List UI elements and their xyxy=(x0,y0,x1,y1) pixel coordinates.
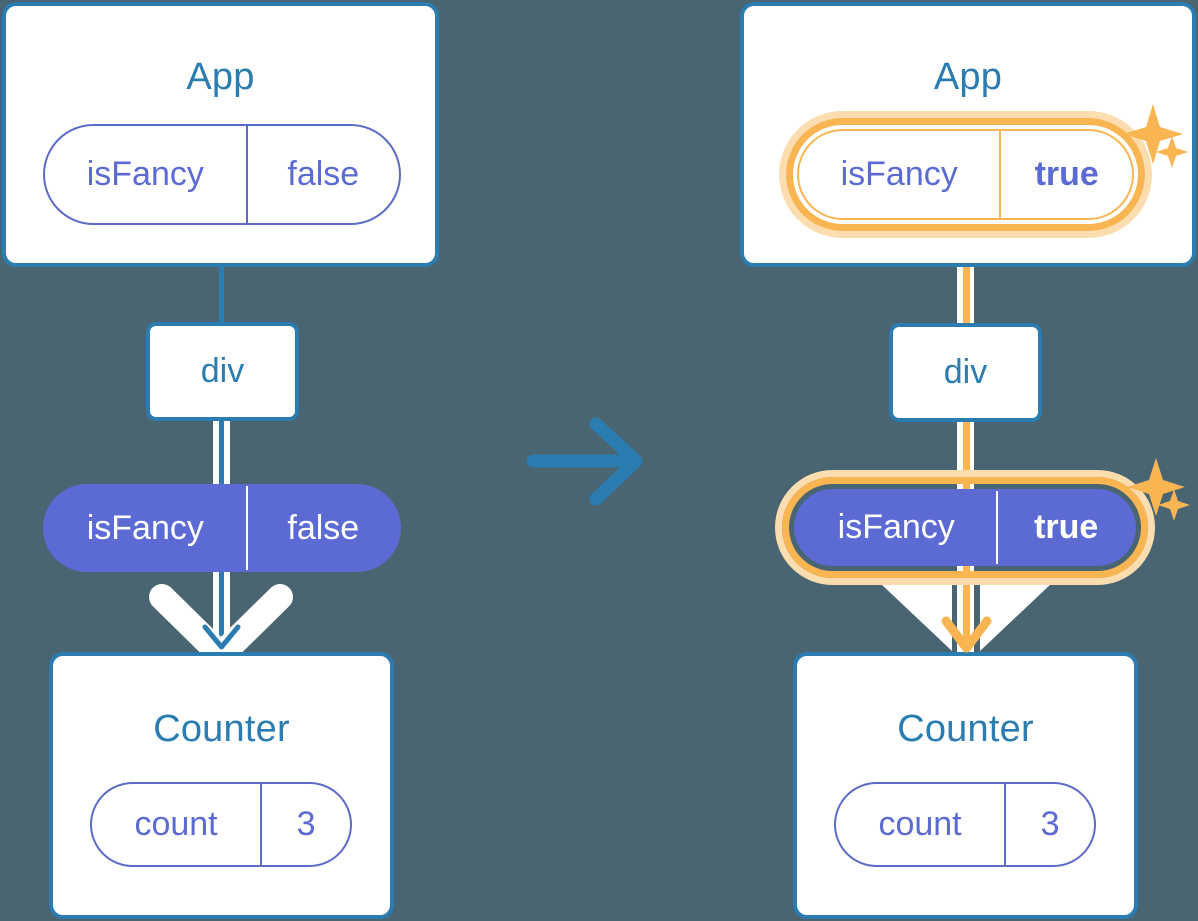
prop-state-pill-after[interactable]: isFancy true xyxy=(794,489,1136,566)
prop-state-key: isFancy xyxy=(86,508,204,547)
div-node-label: div xyxy=(200,352,245,390)
connector-div-to-pill-before xyxy=(219,418,224,490)
app-state-key: isFancy xyxy=(840,155,958,193)
prop-state-pill-before[interactable]: isFancy false xyxy=(43,484,401,572)
app-state-value: false xyxy=(245,126,399,223)
counter-state-value: 3 xyxy=(1004,784,1094,865)
app-state-pill-after[interactable]: isFancy true xyxy=(797,129,1134,220)
connector-app-to-div-after xyxy=(963,212,970,327)
counter-card-title: Counter xyxy=(897,708,1034,750)
app-state-value: true xyxy=(999,131,1132,218)
app-card-title: App xyxy=(933,56,1003,98)
prop-state-value: true xyxy=(996,491,1134,564)
prop-state-key: isFancy xyxy=(837,508,955,546)
div-node-label: div xyxy=(943,353,988,391)
counter-state-pill-before[interactable]: count 3 xyxy=(90,782,352,867)
counter-state-key: count xyxy=(878,805,962,843)
counter-state-value: 3 xyxy=(260,784,350,865)
connector-app-to-div-before xyxy=(219,264,224,324)
connector-div-to-pill-after xyxy=(963,418,970,494)
counter-card-title: Counter xyxy=(153,708,290,750)
app-state-key: isFancy xyxy=(86,155,204,193)
div-node-before: div xyxy=(146,322,299,421)
app-state-pill-before[interactable]: isFancy false xyxy=(43,124,401,225)
app-card-title: App xyxy=(186,56,255,98)
connector-pill-to-counter-after xyxy=(963,486,970,646)
counter-state-pill-after[interactable]: count 3 xyxy=(834,782,1096,867)
div-node-after: div xyxy=(889,323,1042,422)
prop-state-value: false xyxy=(245,486,399,570)
counter-state-key: count xyxy=(134,805,218,843)
